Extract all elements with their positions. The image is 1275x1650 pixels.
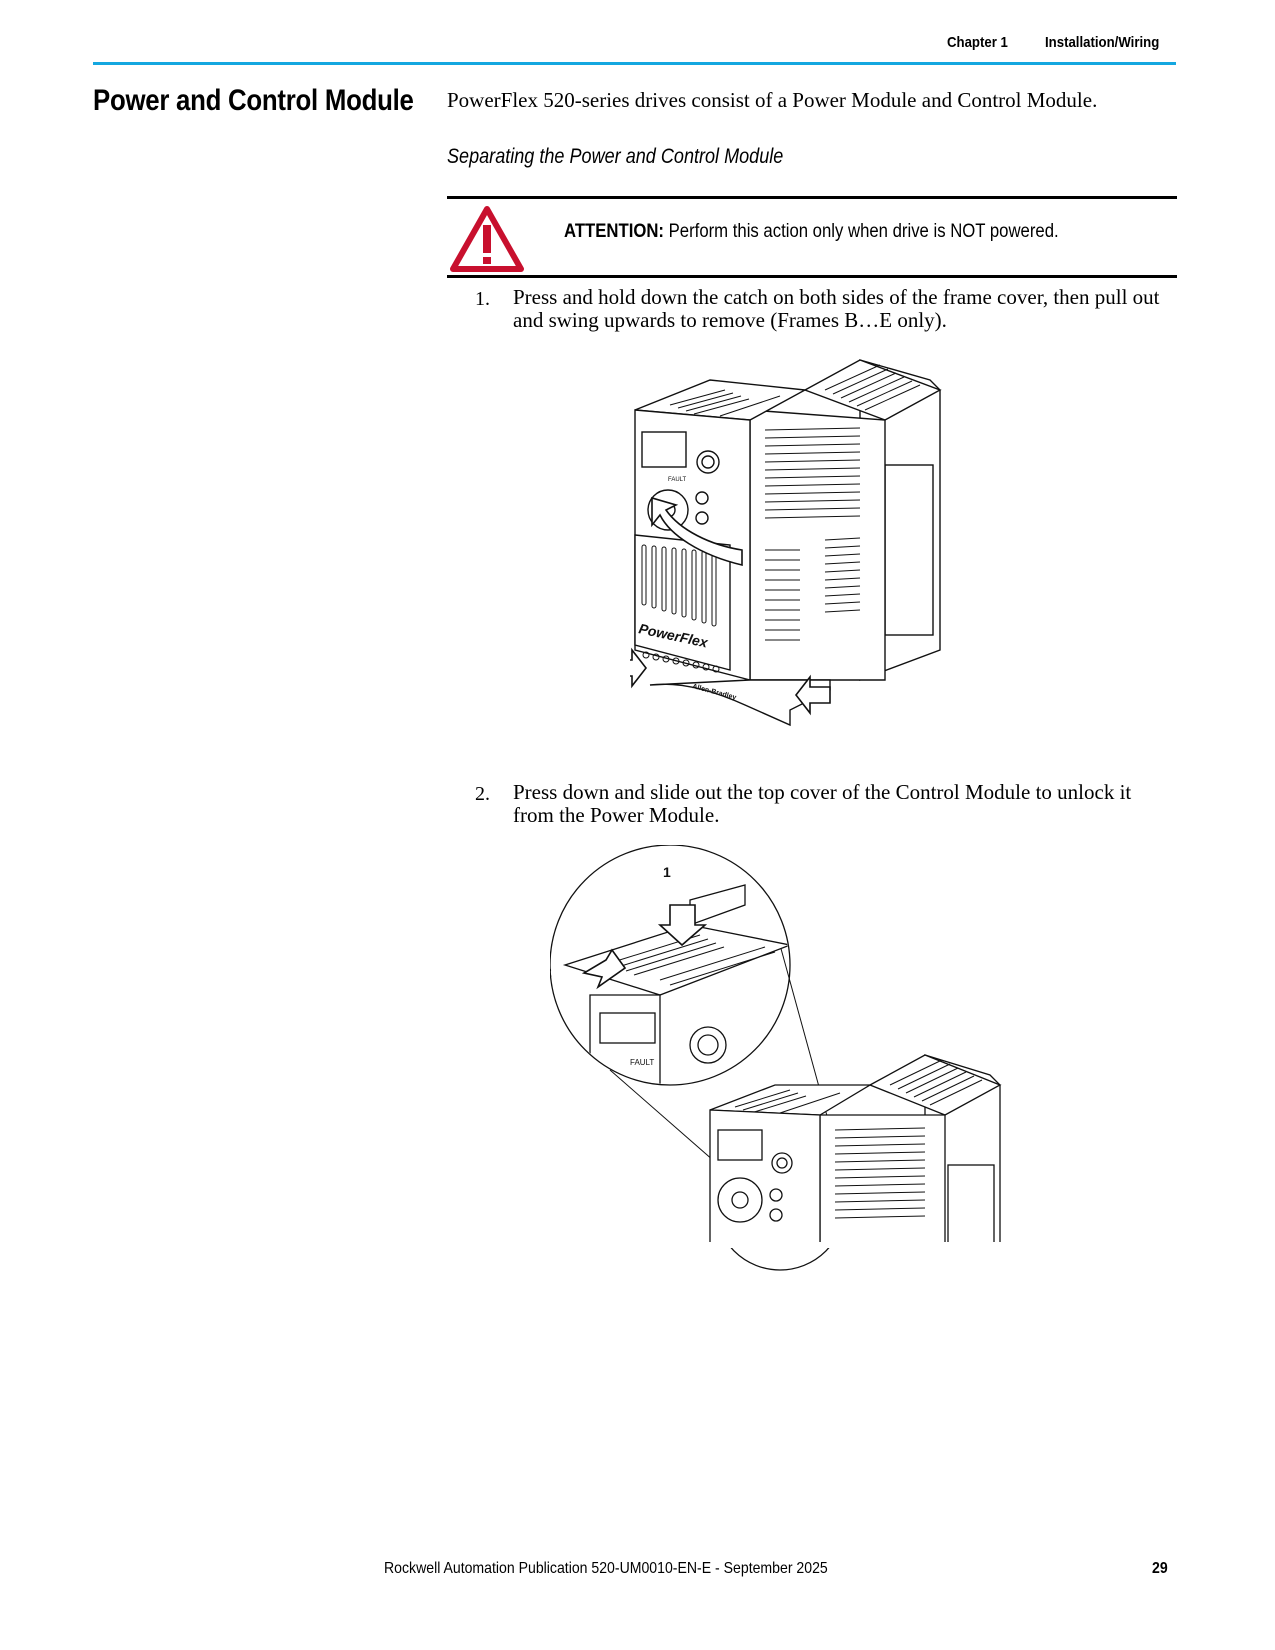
frame-cover-removal-figure: FAULT PowerFlex Allen-Bradley [630,359,942,727]
step-number: 2. [475,783,490,805]
header-section: Installation/Wiring [1045,34,1160,51]
top-cover-unlock-figure: FAULT 1 2 [550,845,1015,1271]
header-chapter: Chapter 1 [947,34,1008,51]
header-rule [93,62,1176,65]
attention-text: Perform this action only when drive is N… [668,221,1059,242]
attention-label: ATTENTION: [564,221,665,242]
callout-2: 2 [550,964,552,980]
attention-bottom-rule [447,275,1177,278]
footer-publication: Rockwell Automation Publication 520-UM00… [384,1560,828,1577]
step-text: Press down and slide out the top cover o… [513,780,1132,827]
figure-caption: Separating the Power and Control Module [447,145,784,168]
page-number: 29 [1152,1560,1168,1577]
intro-paragraph: PowerFlex 520-series drives consist of a… [447,88,1098,112]
attention-top-rule [447,196,1177,199]
fault-label: FAULT [668,477,687,483]
step-text: Press and hold down the catch on both si… [513,285,1160,332]
warning-triangle-icon [450,206,524,272]
step-number: 1. [475,288,490,310]
callout-1: 1 [663,864,671,880]
section-title: Power and Control Module [93,84,414,117]
attention-statement: ATTENTION: Perform this action only when… [564,221,1059,243]
fault-label: FAULT [630,1058,654,1067]
